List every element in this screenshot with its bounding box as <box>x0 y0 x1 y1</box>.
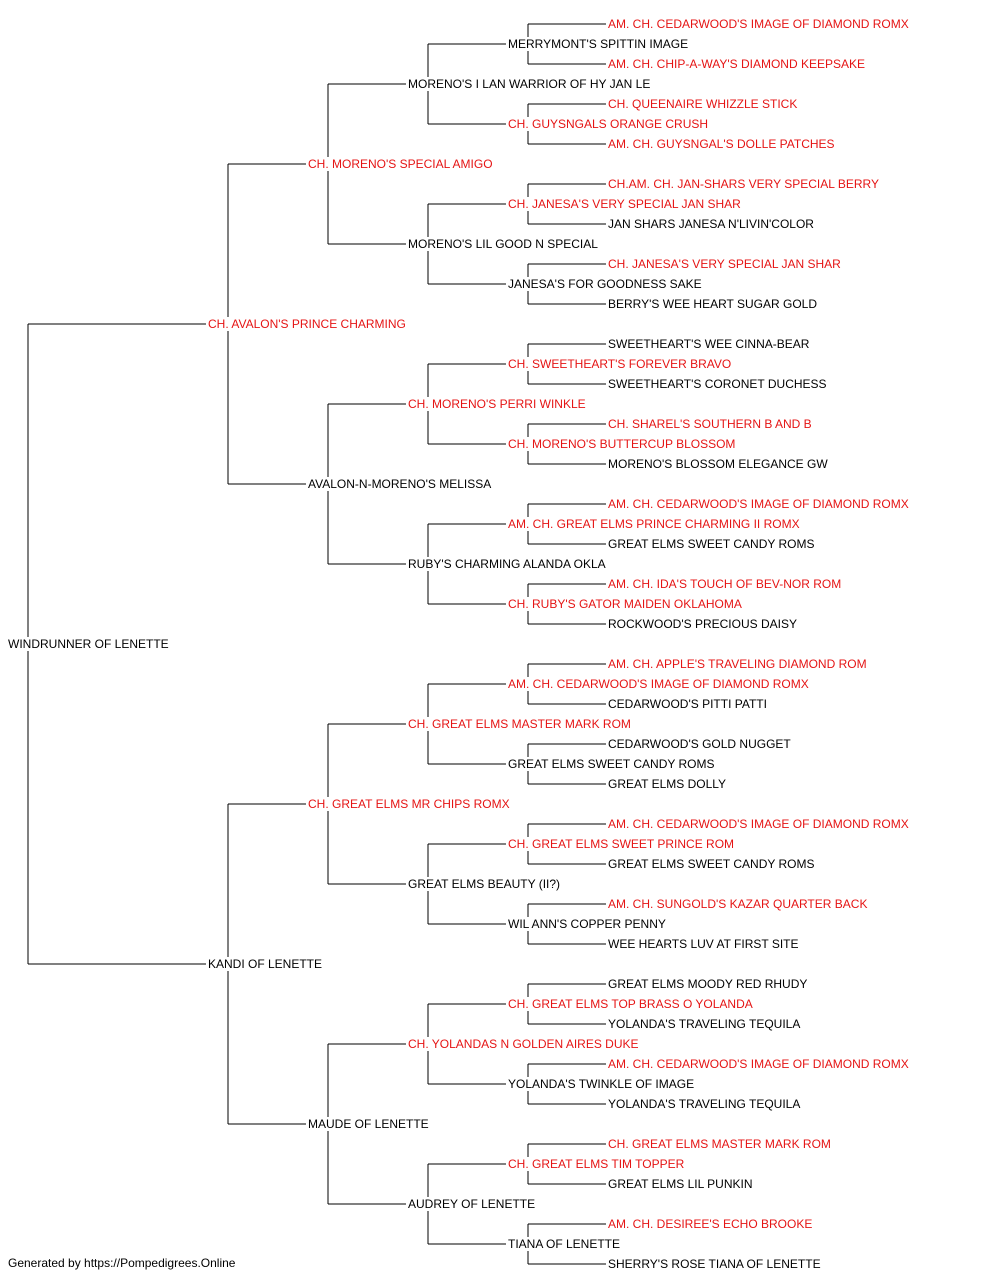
pedigree-node-gen2: CH. MORENO'S SPECIAL AMIGO <box>308 157 495 171</box>
pedigree-node-gen5: CH. QUEENAIRE WHIZZLE STICK <box>608 97 800 111</box>
pedigree-node-gen4: CH. MORENO'S BUTTERCUP BLOSSOM <box>508 437 738 451</box>
pedigree-node-gen5: AM. CH. SUNGOLD'S KAZAR QUARTER BACK <box>608 897 870 911</box>
pedigree-node-gen4: CH. SWEETHEART'S FOREVER BRAVO <box>508 357 734 371</box>
pedigree-node-gen5: AM. CH. CEDARWOOD'S IMAGE OF DIAMOND ROM… <box>608 817 911 831</box>
pedigree-node-gen5: AM. CH. CEDARWOOD'S IMAGE OF DIAMOND ROM… <box>608 497 911 511</box>
pedigree-node-gen5: WEE HEARTS LUV AT FIRST SITE <box>608 937 801 951</box>
pedigree-node-gen3: GREAT ELMS BEAUTY (II?) <box>408 877 563 891</box>
pedigree-node-gen5: AM. CH. GUYSNGAL'S DOLLE PATCHES <box>608 137 837 151</box>
pedigree-node-gen5: CH. GREAT ELMS MASTER MARK ROM <box>608 1137 833 1151</box>
pedigree-node-gen2: AVALON-N-MORENO'S MELISSA <box>308 477 494 491</box>
pedigree-node-gen5: GREAT ELMS MOODY RED RHUDY <box>608 977 810 991</box>
pedigree-node-gen4: AM. CH. GREAT ELMS PRINCE CHARMING II RO… <box>508 517 802 531</box>
pedigree-node-gen4: CH. GREAT ELMS SWEET PRINCE ROM <box>508 837 737 851</box>
pedigree-node-gen4: GREAT ELMS SWEET CANDY ROMS <box>508 757 717 771</box>
pedigree-node-gen5: YOLANDA'S TRAVELING TEQUILA <box>608 1017 803 1031</box>
pedigree-node-gen4: CH. RUBY'S GATOR MAIDEN OKLAHOMA <box>508 597 744 611</box>
pedigree-node-gen4: YOLANDA'S TWINKLE OF IMAGE <box>508 1077 697 1091</box>
pedigree-node-gen4: CH. GUYSNGALS ORANGE CRUSH <box>508 117 711 131</box>
pedigree-node-gen4: WIL ANN'S COPPER PENNY <box>508 917 668 931</box>
pedigree-node-gen5: SWEETHEART'S CORONET DUCHESS <box>608 377 829 391</box>
pedigree-node-gen1: CH. AVALON'S PRINCE CHARMING <box>208 317 408 331</box>
pedigree-node-gen1: KANDI OF LENETTE <box>208 957 325 971</box>
pedigree-node-gen5: CH.AM. CH. JAN-SHARS VERY SPECIAL BERRY <box>608 177 881 191</box>
pedigree-node-gen5: ROCKWOOD'S PRECIOUS DAISY <box>608 617 799 631</box>
pedigree-node-gen5: CH. SHAREL'S SOUTHERN B AND B <box>608 417 814 431</box>
pedigree-node-gen4: TIANA OF LENETTE <box>508 1237 623 1251</box>
pedigree-node-gen3: CH. GREAT ELMS MASTER MARK ROM <box>408 717 633 731</box>
pedigree-node-gen4: AM. CH. CEDARWOOD'S IMAGE OF DIAMOND ROM… <box>508 677 811 691</box>
pedigree-node-gen5: GREAT ELMS DOLLY <box>608 777 729 791</box>
pedigree-node-gen5: CEDARWOOD'S PITTI PATTI <box>608 697 769 711</box>
pedigree-node-gen3: CH. YOLANDAS N GOLDEN AIRES DUKE <box>408 1037 641 1051</box>
pedigree-node-gen5: AM. CH. IDA'S TOUCH OF BEV-NOR ROM <box>608 577 844 591</box>
pedigree-node-gen5: GREAT ELMS SWEET CANDY ROMS <box>608 857 817 871</box>
pedigree-node-gen5: AM. CH. CHIP-A-WAY'S DIAMOND KEEPSAKE <box>608 57 867 71</box>
pedigree-node-gen5: BERRY'S WEE HEART SUGAR GOLD <box>608 297 820 311</box>
pedigree-node-gen4: MERRYMONT'S SPITTIN IMAGE <box>508 37 691 51</box>
pedigree-node-gen5: AM. CH. CEDARWOOD'S IMAGE OF DIAMOND ROM… <box>608 17 911 31</box>
pedigree-node-gen5: CEDARWOOD'S GOLD NUGGET <box>608 737 793 751</box>
pedigree-node-gen5: SHERRY'S ROSE TIANA OF LENETTE <box>608 1257 823 1271</box>
pedigree-node-gen5: AM. CH. DESIREE'S ECHO BROOKE <box>608 1217 815 1231</box>
pedigree-node-gen4: JANESA'S FOR GOODNESS SAKE <box>508 277 704 291</box>
pedigree-node-gen5: SWEETHEART'S WEE CINNA-BEAR <box>608 337 812 351</box>
pedigree-node-gen5: GREAT ELMS SWEET CANDY ROMS <box>608 537 817 551</box>
pedigree-node-gen5: YOLANDA'S TRAVELING TEQUILA <box>608 1097 803 1111</box>
generated-by-footer: Generated by https://Pompedigrees.Online <box>8 1256 236 1270</box>
pedigree-node-gen3: MORENO'S LIL GOOD N SPECIAL <box>408 237 600 251</box>
pedigree-node-gen4: CH. JANESA'S VERY SPECIAL JAN SHAR <box>508 197 743 211</box>
pedigree-node-gen5: MORENO'S BLOSSOM ELEGANCE GW <box>608 457 830 471</box>
pedigree-node-gen5: JAN SHARS JANESA N'LIVIN'COLOR <box>608 217 816 231</box>
pedigree-node-gen4: CH. GREAT ELMS TOP BRASS O YOLANDA <box>508 997 755 1011</box>
pedigree-node-gen3: CH. MORENO'S PERRI WINKLE <box>408 397 588 411</box>
pedigree-node-gen3: RUBY'S CHARMING ALANDA OKLA <box>408 557 608 571</box>
pedigree-node-gen4: CH. GREAT ELMS TIM TOPPER <box>508 1157 687 1171</box>
pedigree-node-gen2: CH. GREAT ELMS MR CHIPS ROMX <box>308 797 512 811</box>
pedigree-node-gen3: AUDREY OF LENETTE <box>408 1197 538 1211</box>
pedigree-node-gen0: WINDRUNNER OF LENETTE <box>8 637 171 651</box>
pedigree-node-gen5: GREAT ELMS LIL PUNKIN <box>608 1177 755 1191</box>
pedigree-node-gen5: CH. JANESA'S VERY SPECIAL JAN SHAR <box>608 257 843 271</box>
pedigree-node-gen5: AM. CH. APPLE'S TRAVELING DIAMOND ROM <box>608 657 869 671</box>
pedigree-node-gen5: AM. CH. CEDARWOOD'S IMAGE OF DIAMOND ROM… <box>608 1057 911 1071</box>
pedigree-node-gen3: MORENO'S I LAN WARRIOR OF HY JAN LE <box>408 77 653 91</box>
pedigree-node-gen2: MAUDE OF LENETTE <box>308 1117 431 1131</box>
